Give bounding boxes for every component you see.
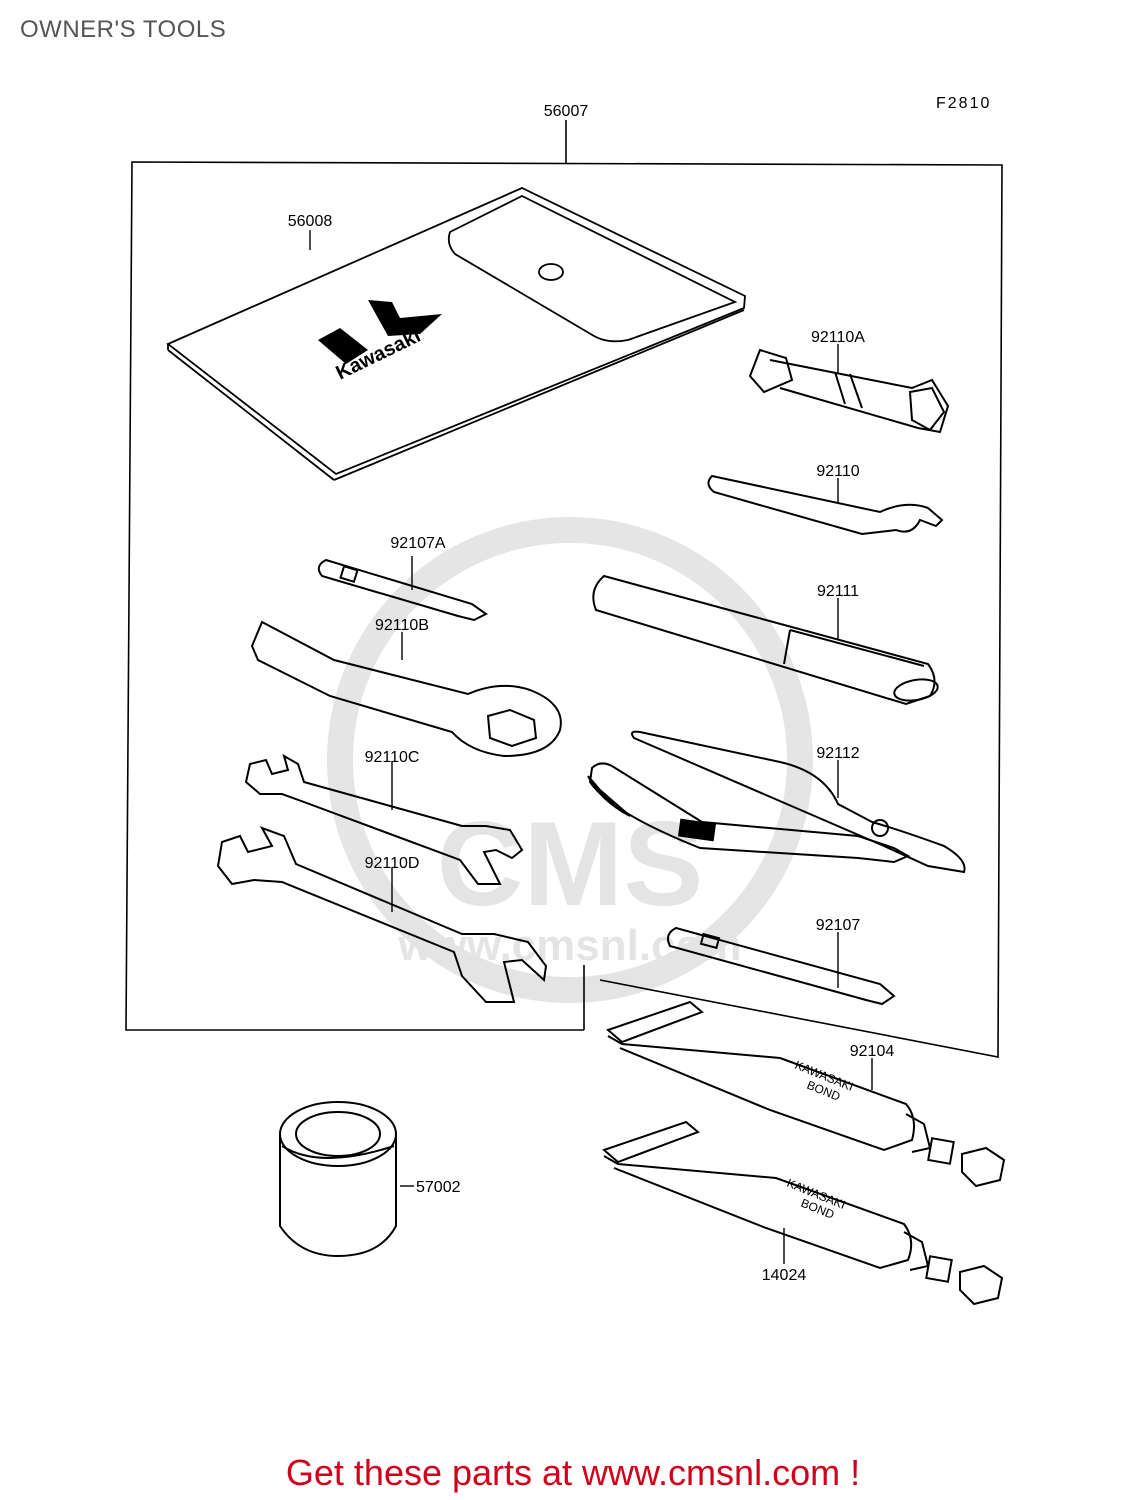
page-title: OWNER'S TOOLS: [20, 16, 227, 43]
watermark-logo: CMS: [437, 797, 704, 931]
kit-bracket: [125, 120, 1003, 1058]
pliers-icon: [587, 730, 966, 874]
kawasaki-logo: Kawasaki: [318, 300, 442, 384]
label-92107A: 92107A: [390, 535, 445, 552]
label-92107: 92107: [816, 917, 861, 934]
figure-code: F2810: [936, 95, 991, 112]
label-92110D: 92110D: [365, 855, 420, 872]
label-92104: 92104: [850, 1043, 895, 1060]
label-92110C: 92110C: [365, 749, 420, 766]
grease-can-icon: [279, 1101, 397, 1258]
screwdriver-handle-icon: [592, 574, 939, 706]
cmsnl-link[interactable]: Get these parts at www.cmsnl.com !: [285, 1452, 861, 1493]
label-56008: 56008: [288, 213, 333, 230]
open-end-wrench-large-icon: [216, 826, 548, 1003]
box-wrench-icon: [250, 620, 562, 758]
spark-plug-wrench-icon: [748, 348, 950, 434]
bond-tube-icon: KAWASAKI BOND: [606, 1000, 1006, 1188]
watermark: CMS www.cmsnl.com: [327, 517, 813, 1003]
open-end-wrench-small-icon: [244, 753, 524, 885]
label-92112: 92112: [816, 745, 859, 762]
screwdriver-icon: [667, 926, 896, 1006]
label-92110B: 92110B: [375, 617, 429, 634]
parts-diagram: CMS www.cmsnl.com F2810 56007 Kawasaki 5…: [125, 95, 1006, 1306]
label-14024: 14024: [762, 1267, 807, 1284]
label-92110A: 92110A: [811, 329, 865, 346]
label-57002: 57002: [416, 1179, 461, 1196]
label-92111: 92111: [817, 583, 859, 600]
label-56007: 56007: [544, 103, 589, 120]
label-92110: 92110: [816, 463, 859, 480]
watermark-text: www.cmsnl.com: [397, 921, 741, 970]
tool-pouch-icon: [166, 187, 746, 481]
hook-wrench-icon: [707, 474, 944, 536]
screwdriver-bit-icon: [317, 558, 488, 622]
